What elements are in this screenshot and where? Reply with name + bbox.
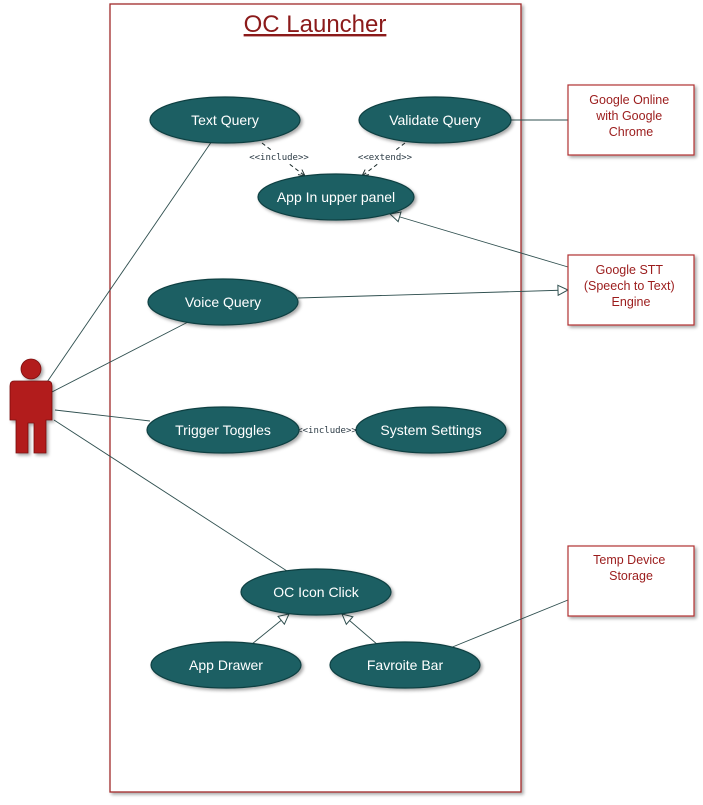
usecase-app-drawer-label: App Drawer — [189, 657, 263, 673]
external-google-online[interactable]: Google Online with Google Chrome — [567, 84, 695, 156]
usecase-system-settings-label: System Settings — [380, 422, 481, 438]
usecase-app-upper-panel[interactable]: App In upper panel — [257, 173, 415, 221]
usecase-trigger-toggles-label: Trigger Toggles — [175, 422, 271, 438]
usecase-app-upper-panel-shape — [257, 173, 415, 221]
usecase-oc-icon-click-label: OC Icon Click — [273, 584, 360, 600]
actor-body — [9, 380, 53, 454]
usecase-validate-query-label: Validate Query — [389, 112, 481, 128]
external-google-stt-label: Google STT (Speech to Text) Engine — [584, 263, 678, 309]
actor-associations — [44, 140, 288, 572]
assoc-favbar-temp-storage — [449, 599, 569, 649]
usecase-validate-query-shape — [358, 96, 512, 144]
generalization-voice-stt — [297, 290, 568, 299]
generalization-drawer-oc — [251, 614, 289, 645]
google-stt-line-2: (Speech to Text) — [584, 279, 675, 293]
external-temp-storage[interactable]: Temp Device Storage — [567, 545, 695, 617]
usecase-voice-query[interactable]: Voice Query — [147, 278, 299, 326]
usecase-oc-icon-click[interactable]: OC Icon Click — [240, 568, 392, 616]
google-online-line-1: Google Online — [589, 93, 669, 107]
google-stt-line-3: Engine — [612, 295, 651, 309]
usecase-validate-query[interactable]: Validate Query — [358, 96, 512, 144]
assoc-trigger-toggles — [54, 409, 151, 422]
usecase-system-settings[interactable]: System Settings — [355, 406, 507, 454]
external-google-stt[interactable]: Google STT (Speech to Text) Engine — [567, 254, 695, 326]
google-online-line-2: with Google — [595, 109, 662, 123]
generalization-favbar-oc — [342, 614, 379, 646]
usecase-trigger-toggles-shape — [146, 406, 300, 454]
usecase-favorite-bar-shape — [329, 641, 481, 689]
external-google-online-box — [567, 84, 695, 156]
usecase-voice-query-shape — [147, 278, 299, 326]
external-temp-storage-box — [567, 545, 695, 617]
temp-storage-line-2: Storage — [609, 569, 653, 583]
usecase-text-query-label: Text Query — [191, 112, 259, 128]
assoc-voice-query — [49, 321, 189, 394]
usecase-app-drawer-shape — [150, 641, 302, 689]
diagram-title: OC Launcher — [244, 11, 387, 38]
extend-label-validate: <<extend>> — [358, 153, 413, 163]
google-online-line-3: Chrome — [609, 125, 654, 139]
usecase-text-query-shape — [149, 96, 301, 144]
usecase-favorite-bar-label: Favroite Bar — [367, 657, 444, 673]
usecase-text-query[interactable]: Text Query — [149, 96, 301, 144]
usecase-app-upper-panel-label: App In upper panel — [277, 189, 395, 205]
include-text-query-arrow — [261, 142, 305, 176]
extend-validate-arrow — [362, 142, 406, 176]
usecase-oc-icon-click-shape — [240, 568, 392, 616]
temp-storage-line-1: Temp Device — [593, 553, 665, 567]
external-temp-storage-label: Temp Device Storage — [593, 553, 669, 583]
google-stt-line-1: Google STT — [596, 263, 664, 277]
usecase-favorite-bar[interactable]: Favroite Bar — [329, 641, 481, 689]
assoc-text-query — [44, 140, 213, 386]
generalization-stt-upper-panel — [390, 214, 569, 268]
actor-head — [20, 358, 42, 380]
include-label-text-query: <<include>> — [249, 153, 309, 163]
usecase-app-drawer[interactable]: App Drawer — [150, 641, 302, 689]
usecase-system-settings-shape — [355, 406, 507, 454]
usecase-voice-query-label: Voice Query — [185, 294, 261, 310]
assoc-oc-icon-click — [53, 419, 288, 572]
include-label-toggles: <<include>> — [297, 426, 357, 436]
usecase-trigger-toggles[interactable]: Trigger Toggles — [146, 406, 300, 454]
external-google-stt-box — [567, 254, 695, 326]
user-actor-icon[interactable] — [9, 358, 53, 454]
external-google-online-label: Google Online with Google Chrome — [589, 93, 672, 139]
